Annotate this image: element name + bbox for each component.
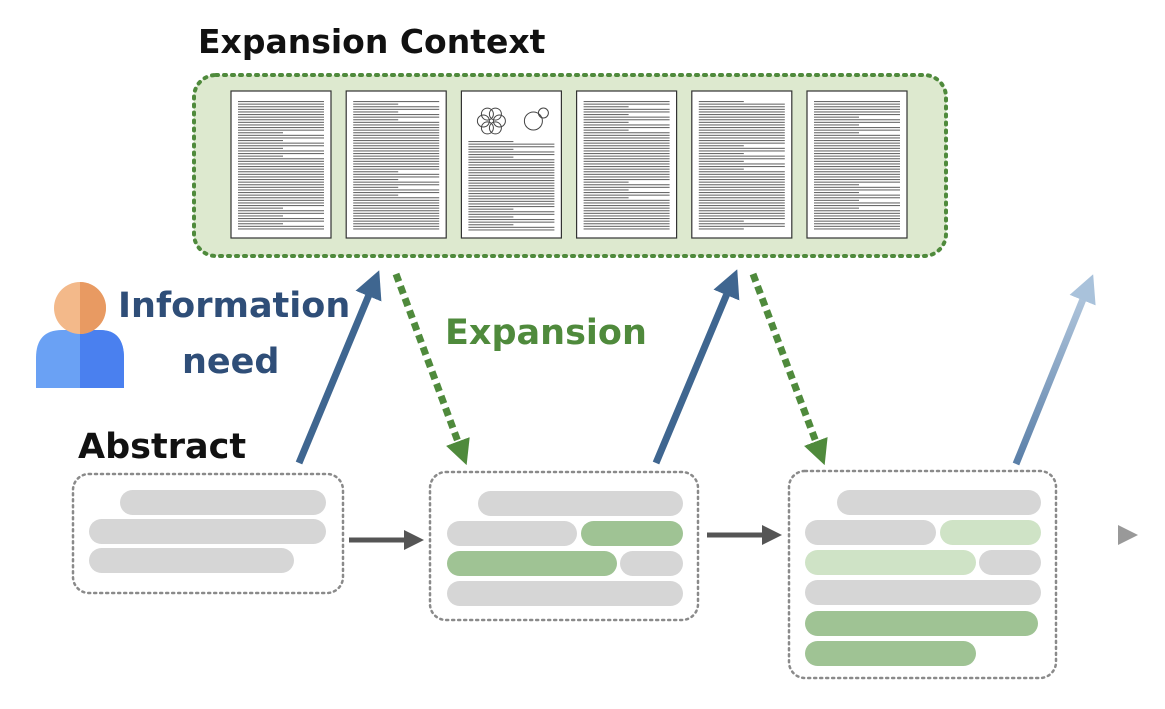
expanded-box-1-line-1	[478, 491, 683, 516]
information-need-label-line1: Information	[118, 286, 351, 326]
abstract-line-1	[120, 490, 326, 515]
expanded-box-2-line-2b	[940, 520, 1041, 545]
expanded-box-2-line-2a	[805, 520, 936, 545]
user-icon	[36, 282, 124, 388]
expanded-box-2-line-5	[805, 611, 1038, 636]
expanded-box-1-line-2b	[581, 521, 683, 546]
query-arrow-3	[1012, 274, 1096, 466]
query-arrow-2	[652, 269, 740, 465]
expansion-label: Expansion	[445, 313, 647, 353]
document-page-3	[460, 90, 562, 239]
query-arrow-1	[295, 270, 382, 465]
document-pages	[230, 90, 908, 239]
information-need-label-line2: need	[182, 342, 280, 382]
expanded-box-2-line-3b	[979, 550, 1041, 575]
figure-icon	[476, 107, 549, 135]
expanded-box-2-line-3a	[805, 550, 976, 575]
expansion-arrow-1	[392, 272, 470, 466]
expanded-box-1-line-4	[447, 581, 683, 606]
abstract-line-3	[89, 548, 294, 573]
document-page-2	[345, 90, 447, 239]
expanded-box-1-line-3a	[447, 551, 617, 576]
abstract-label: Abstract	[78, 427, 247, 467]
abstract-line-2	[89, 519, 326, 544]
expansion-context-title: Expansion Context	[198, 22, 546, 61]
expanded-box-2-line-6	[805, 641, 976, 666]
expansion-arrow-2	[749, 272, 828, 466]
document-page-6	[806, 90, 908, 239]
expanded-box-2-line-1	[837, 490, 1041, 515]
document-page-4	[575, 90, 678, 239]
expanded-box-2-line-4	[805, 580, 1041, 605]
document-page-5	[691, 90, 793, 239]
expanded-box-1-line-3b	[620, 551, 683, 576]
expanded-box-1-line-2a	[447, 521, 577, 546]
document-page-1	[230, 90, 332, 239]
